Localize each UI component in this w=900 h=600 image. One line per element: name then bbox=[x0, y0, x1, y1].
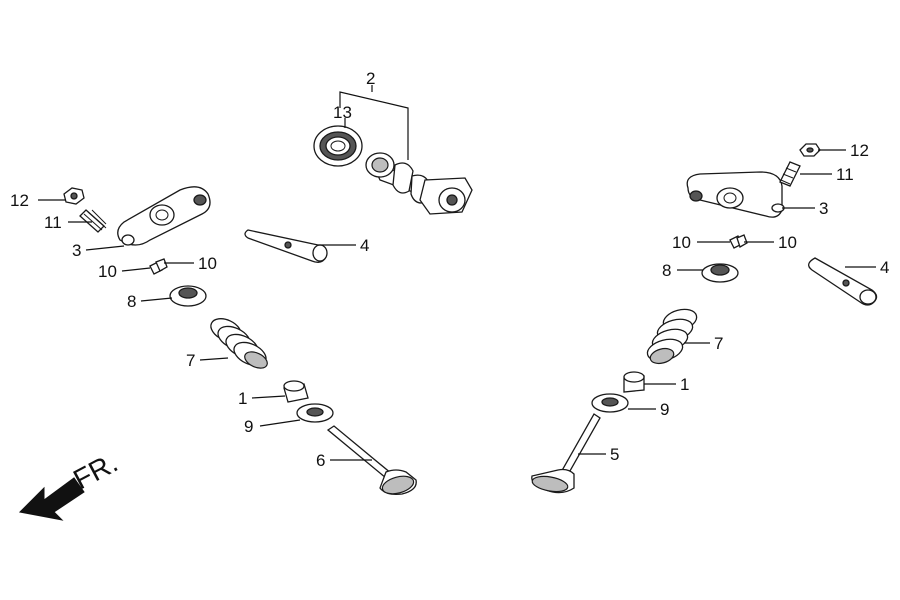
spring-retainer-left bbox=[169, 285, 207, 307]
adjusting-screw-left bbox=[79, 209, 107, 233]
callout-8-right: 8 bbox=[662, 261, 671, 280]
callout-5: 5 bbox=[610, 445, 619, 464]
callout-9-left: 9 bbox=[244, 417, 253, 436]
callout-11-right: 11 bbox=[836, 165, 854, 184]
callout-12-right: 12 bbox=[850, 141, 869, 160]
spring-retainer-right bbox=[701, 263, 739, 283]
rocker-arm-right bbox=[686, 171, 785, 218]
callout-13: 13 bbox=[333, 103, 352, 122]
rocker-shaft-left bbox=[244, 229, 328, 263]
callout-10-right-a: 10 bbox=[672, 233, 691, 252]
callout-7-right: 7 bbox=[714, 334, 723, 353]
front-direction-indicator: FR. bbox=[18, 447, 123, 521]
front-arrow-icon bbox=[18, 477, 85, 521]
callout-1-left: 1 bbox=[238, 389, 247, 408]
callout-10-left-b: 10 bbox=[198, 254, 217, 273]
spring-seat-left bbox=[296, 403, 334, 423]
spring-seat-right bbox=[591, 393, 629, 413]
callout-labels: 2 13 12 11 3 10 10 8 7 1 9 6 4 12 11 3 1… bbox=[10, 69, 889, 470]
valve-cotters-left bbox=[149, 258, 168, 275]
callout-10-right-b: 10 bbox=[778, 233, 797, 252]
callout-7-left: 7 bbox=[186, 351, 195, 370]
intake-valve-right bbox=[531, 413, 601, 494]
callout-11-left: 11 bbox=[44, 213, 62, 232]
callout-2: 2 bbox=[366, 69, 375, 88]
callout-3-left: 3 bbox=[72, 241, 81, 260]
callout-4-right: 4 bbox=[880, 258, 889, 277]
callout-3-right: 3 bbox=[819, 199, 828, 218]
callout-10-left-a: 10 bbox=[98, 262, 117, 281]
callout-8-left: 8 bbox=[127, 292, 136, 311]
valve-stem-seal-right bbox=[623, 371, 645, 393]
rocker-arm-left bbox=[117, 186, 211, 246]
callout-1-right: 1 bbox=[680, 375, 689, 394]
adjusting-screw-right bbox=[779, 161, 801, 187]
locknut-right bbox=[799, 143, 821, 157]
valve-stem-seal-left bbox=[283, 380, 309, 403]
callout-4-left: 4 bbox=[360, 236, 369, 255]
callout-12-left: 12 bbox=[10, 191, 29, 210]
valve-cotters-right bbox=[729, 234, 748, 249]
exhaust-valve-left bbox=[326, 425, 417, 496]
valve-spring-right bbox=[646, 308, 698, 365]
locknut-left bbox=[63, 187, 85, 205]
valve-spring-left bbox=[210, 318, 268, 369]
camshaft-bearing bbox=[313, 125, 363, 167]
camshaft bbox=[365, 152, 473, 215]
callout-9-right: 9 bbox=[660, 400, 669, 419]
leader-lines bbox=[38, 85, 876, 461]
callout-6: 6 bbox=[316, 451, 325, 470]
rocker-shaft-right bbox=[808, 257, 878, 306]
